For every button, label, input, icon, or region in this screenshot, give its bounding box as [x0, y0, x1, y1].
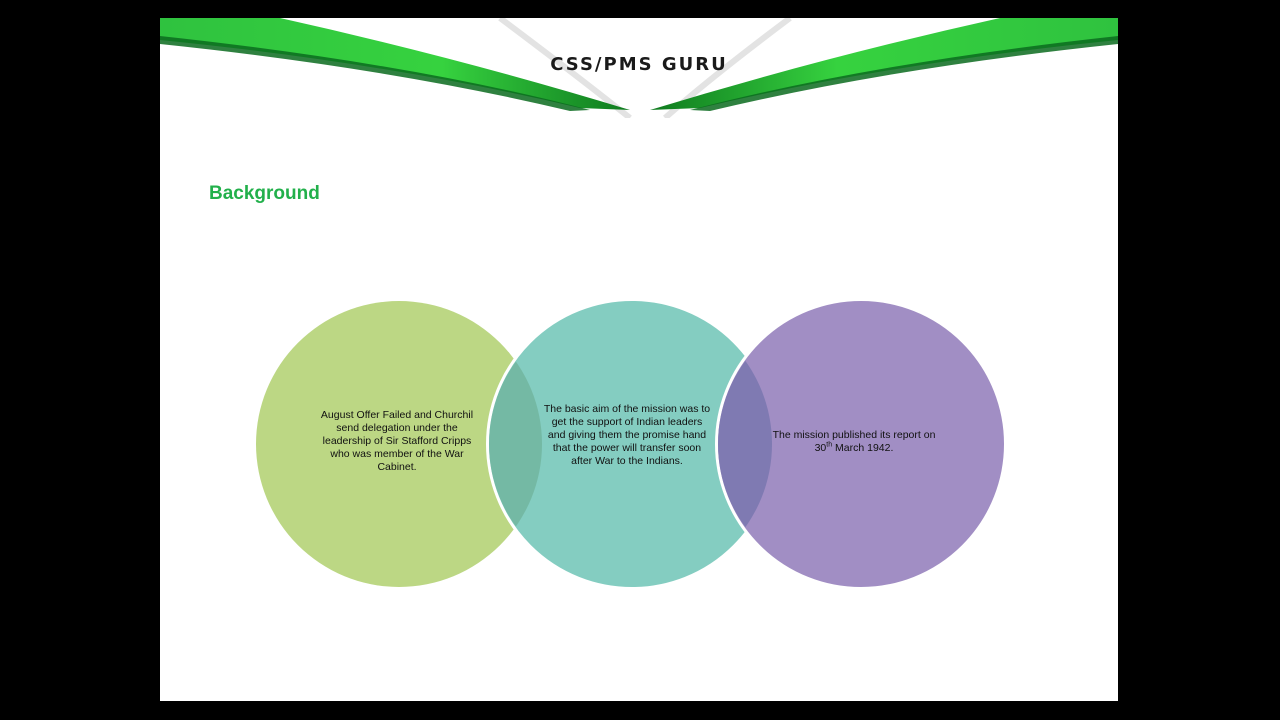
section-title: Background [209, 183, 320, 204]
circle-3-text-after: March 1942. [832, 442, 894, 454]
circle-1-text: August Offer Failed and Churchil send de… [320, 409, 474, 473]
circle-3-text-before: The mission published its report on 30 [772, 429, 936, 454]
brand-title: CSS/PMS GURU [550, 54, 728, 75]
header-swoosh-graphic [160, 18, 1118, 118]
circle-3-text: The mission published its report on 30th… [768, 429, 940, 455]
circle-2-text: The basic aim of the mission was to get … [543, 403, 711, 467]
circle-3-text-sup: th [826, 441, 833, 449]
slide: CSS/PMS GURU Background August Offer Fai… [160, 18, 1118, 701]
